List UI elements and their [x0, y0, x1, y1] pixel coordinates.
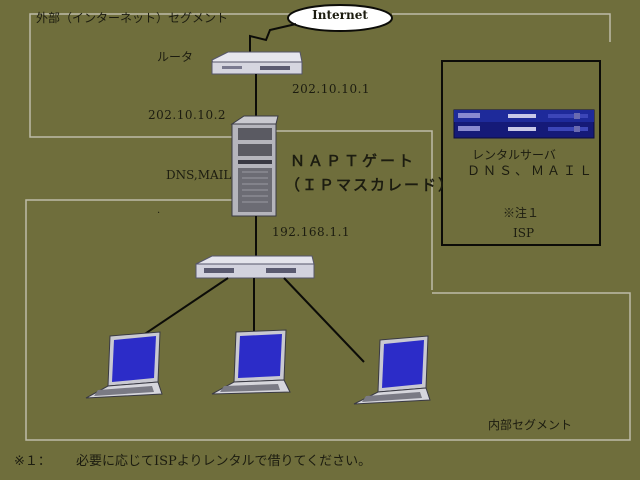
gateway-title-line1: ＮＡＰＴゲート [290, 152, 417, 170]
isp-box [441, 60, 601, 246]
rental-services-label: ＤＮＳ、ＭＡＩＬ [467, 164, 596, 179]
gateway-services-label: DNS,MAIL [166, 168, 232, 182]
internal-segment-border [25, 199, 631, 441]
gateway-title-line2: （ＩＰマスカレード） [285, 176, 456, 194]
hub-laptop-link-3 [283, 277, 365, 363]
laptop-1[interactable] [85, 331, 163, 399]
internet-link [249, 23, 297, 56]
external-segment-border-mid [275, 130, 433, 290]
router-label: ルータ [157, 50, 194, 64]
rental-server-label: レンタルサーバ [472, 148, 556, 162]
internet-label: Internet [312, 8, 368, 22]
switch-hub[interactable] [195, 255, 315, 279]
router-ip-label: 202.10.10.1 [292, 82, 371, 96]
footnote-text: 必要に応じてISPよりレンタルで借りてください。 [76, 454, 372, 469]
footnote: ※１： 必要に応じてISPよりレンタルで借りてください。 [14, 455, 371, 469]
isp-label: ISP [513, 226, 535, 240]
internal-segment-label: 内部セグメント [488, 418, 573, 432]
footnote-mark: ※１： [14, 454, 51, 469]
gateway-server[interactable] [230, 115, 279, 217]
internet-cloud[interactable] [287, 4, 393, 32]
laptop-3[interactable] [353, 335, 431, 405]
external-segment-border [29, 13, 290, 138]
laptop-2[interactable] [211, 329, 291, 395]
gateway-wan-ip-label: 202.10.10.2 [148, 108, 227, 122]
gateway-lan-ip-label: 192.168.1.1 [272, 225, 351, 239]
stray-dot: . [157, 205, 161, 216]
external-segment-border-right [392, 13, 611, 42]
router-device[interactable] [211, 51, 303, 75]
external-segment-label: 外部（インターネット）セグメント [36, 11, 229, 25]
isp-note-label: ※注１ [503, 206, 540, 220]
rental-server[interactable] [453, 109, 595, 139]
